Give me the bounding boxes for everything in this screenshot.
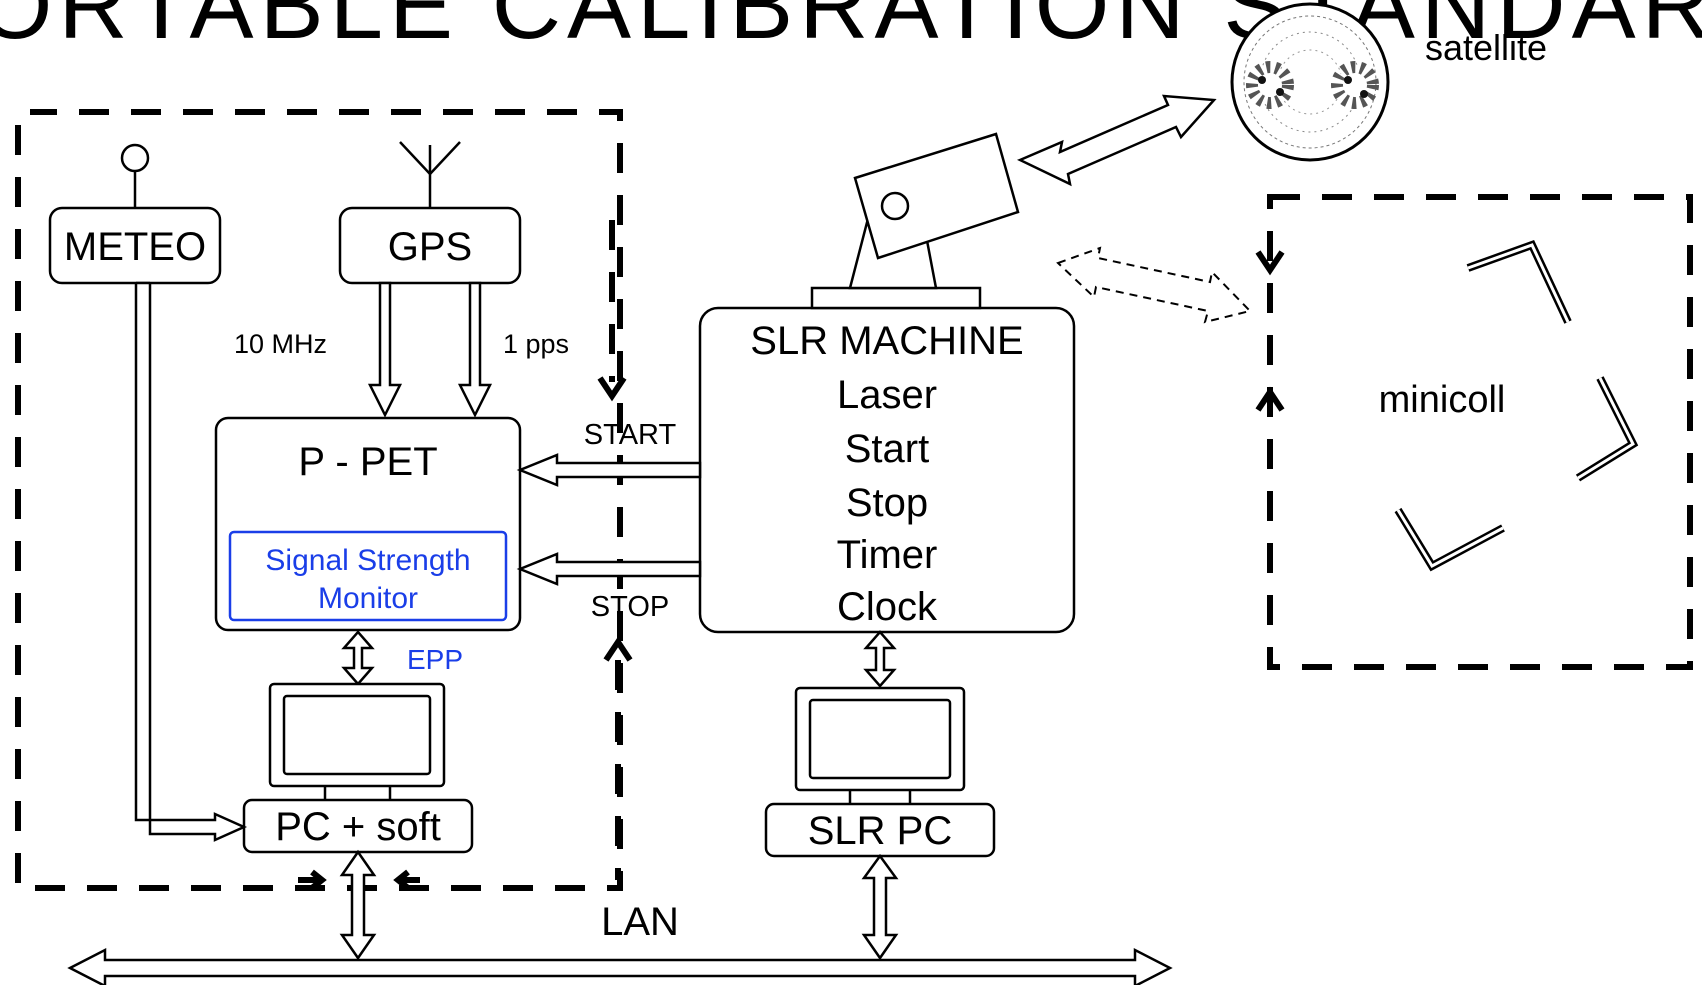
gps-label: GPS <box>388 225 472 269</box>
pc-soft-label: PC + soft <box>275 805 441 849</box>
minicoll-group-boundary <box>1267 194 1693 670</box>
slr-timer-label: Timer <box>837 533 938 577</box>
lan-dashed-arrow-right <box>393 869 420 891</box>
pc-monitor-icon <box>268 682 446 800</box>
stop-arrow <box>516 552 702 586</box>
slr-pc-label: SLR PC <box>808 809 953 853</box>
minicoll-dashed-arrowhead-up <box>1255 386 1285 412</box>
slr-start-label: Start <box>845 427 929 471</box>
signal-monitor-label-line1: Signal Strength <box>265 544 470 577</box>
stop-dashed-arrowhead <box>603 636 633 662</box>
gps-1pps-arrow <box>457 281 493 418</box>
slr-machine-label: SLR MACHINE <box>750 319 1023 363</box>
stop-label: STOP <box>591 591 669 623</box>
slr-laser-label: Laser <box>837 373 937 417</box>
signal-monitor-label-line2: Monitor <box>318 582 418 615</box>
slr-clock-label: Clock <box>837 585 938 629</box>
telescope-satellite-arrow <box>1016 94 1217 187</box>
signal-monitor-box <box>228 530 508 622</box>
ppet-label: P - PET <box>298 440 437 484</box>
gps-1pps-label: 1 pps <box>503 329 569 359</box>
gps-antenna-icon <box>399 141 461 208</box>
pc-lan-arrow <box>339 849 377 961</box>
portable-group-boundary <box>15 109 623 891</box>
minicoll-dashed-arrowhead-down <box>1255 250 1285 276</box>
slr-stop-label: Stop <box>846 481 928 525</box>
satellite-label: satellite <box>1425 27 1547 68</box>
start-dashed-arrowhead <box>597 376 627 402</box>
minicoll-label: minicoll <box>1379 379 1506 421</box>
meteo-antenna-icon <box>120 143 150 173</box>
gps-box <box>338 206 522 285</box>
lan-bus <box>67 947 1173 985</box>
telescope-icon <box>810 132 1020 310</box>
start-label: START <box>584 419 677 451</box>
slr-pc-link-arrow <box>863 630 897 688</box>
lan-label: LAN <box>601 900 679 944</box>
epp-arrow <box>341 630 375 686</box>
meteo-label: METEO <box>64 225 206 269</box>
start-arrow <box>516 453 702 487</box>
minicoll-reflector-icons <box>1394 240 1639 572</box>
slr-pc-monitor-icon <box>794 686 966 804</box>
telescope-minicoll-dashed-arrow <box>1056 246 1252 324</box>
lan-dashed-arrow-left <box>298 869 327 891</box>
satellite-icon <box>1230 2 1390 162</box>
meteo-to-pc-arrow <box>134 283 248 842</box>
gps-10mhz-label: 10 MHz <box>234 329 327 359</box>
diagram-title: PORTABLE CALIBRATION STANDARD <box>0 0 1702 59</box>
epp-label: EPP <box>407 644 463 675</box>
gps-10mhz-arrow <box>367 281 403 418</box>
slr-pc-lan-arrow <box>861 853 899 961</box>
